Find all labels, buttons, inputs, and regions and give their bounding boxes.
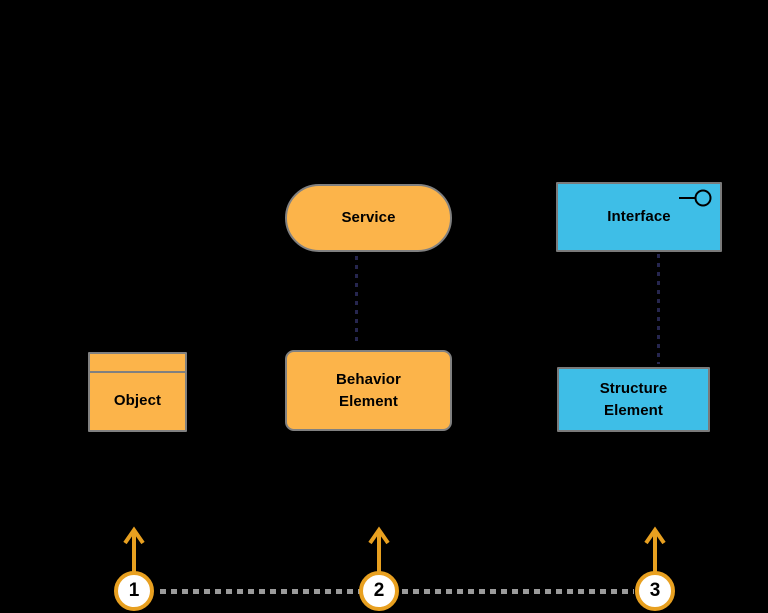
node-service-label: Service (341, 209, 396, 227)
step-marker-3-label: 3 (649, 580, 661, 601)
node-behavior-element[interactable]: Behavior Element (285, 350, 452, 431)
node-object-label: Object (113, 392, 162, 410)
step-axis-segment-1 (160, 589, 360, 594)
step-marker-1[interactable]: 1 (114, 571, 154, 611)
step-marker-2-label: 2 (373, 580, 385, 601)
node-behavior-element-label-line2: Element (338, 392, 399, 410)
lollipop-interface-icon (679, 189, 712, 207)
step-marker-3[interactable]: 3 (635, 571, 675, 611)
step-marker-2[interactable]: 2 (359, 571, 399, 611)
object-header-divider (90, 371, 185, 373)
node-behavior-element-label: Behavior Element (336, 369, 401, 412)
node-service[interactable]: Service (285, 184, 452, 252)
node-structure-element-label-line2: Element (603, 401, 664, 419)
connector-service-to-behavior (355, 256, 358, 346)
node-structure-element[interactable]: Structure Element (557, 367, 710, 432)
node-structure-element-label: Structure Element (600, 378, 668, 421)
step-marker-1-label: 1 (128, 580, 140, 601)
connector-interface-to-structure (657, 254, 660, 364)
step-axis-segment-2 (402, 589, 634, 594)
node-interface[interactable]: Interface (556, 182, 722, 252)
node-structure-element-label-line1: Structure (599, 380, 668, 398)
node-object[interactable]: Object (88, 352, 187, 432)
node-interface-label: Interface (607, 208, 671, 226)
node-behavior-element-label-line1: Behavior (336, 371, 401, 389)
